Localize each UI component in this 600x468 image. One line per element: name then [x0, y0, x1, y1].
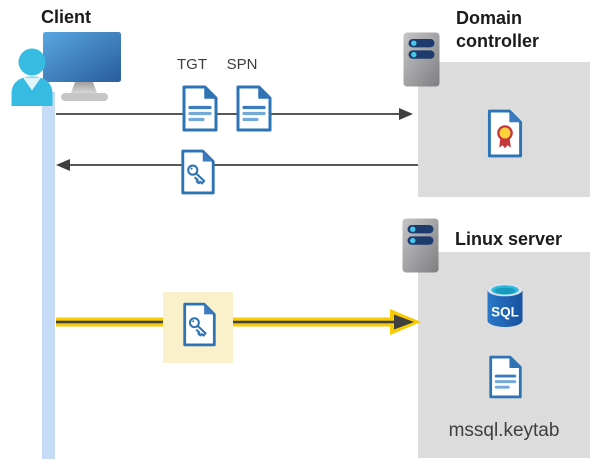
- linux-server-label: Linux server: [455, 229, 563, 249]
- client-label: Client: [40, 7, 91, 27]
- certificate-icon: [487, 109, 523, 158]
- tgt-document-icon: [182, 85, 218, 132]
- service-ticket-arrow: [56, 309, 421, 335]
- key-document-icon: [183, 302, 216, 347]
- key-document-icon: [181, 149, 215, 195]
- domain-controller-server-icon: [403, 32, 440, 87]
- sql-database-icon: SQL: [487, 283, 523, 327]
- spn-document-icon: [236, 85, 272, 132]
- client-computer-icon: [11, 32, 121, 106]
- spn-label: SPN: [226, 56, 258, 73]
- tgt-label: TGT: [177, 56, 207, 73]
- monitor-icon: [43, 32, 121, 101]
- domain-controller-label: Domain controller: [456, 8, 540, 51]
- user-icon: [11, 48, 53, 106]
- client-lifeline: [42, 92, 55, 459]
- linux-server-icon: [402, 218, 439, 273]
- sql-label: SQL: [491, 305, 519, 320]
- keytab-document-icon: [489, 355, 522, 399]
- keytab-label: mssql.keytab: [448, 420, 560, 441]
- ticket-response-arrow: [56, 159, 418, 171]
